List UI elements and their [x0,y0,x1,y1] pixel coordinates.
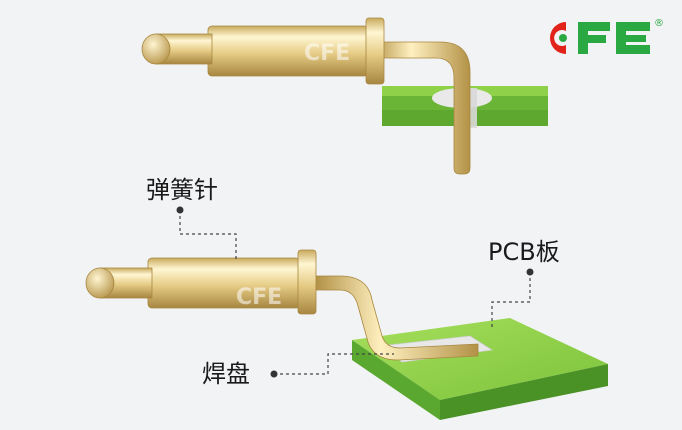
leader-pcb [491,272,531,330]
top-pin-flange [365,17,385,85]
logo-c-mark [550,22,566,54]
bottom-pin-lead [315,275,479,361]
bottom-pin-assembly: CFE [85,249,608,420]
label-spring-pin: 弹簧针 [146,176,218,204]
logo-f-letter [578,22,610,54]
top-pin-tip [141,33,171,65]
leader-lines [179,210,531,375]
bottom-pcb-board [352,318,608,420]
bottom-watermark: CFE [236,285,282,310]
bottom-pin-flange [297,249,317,315]
leader-dots [176,206,534,378]
leader-spring-pin [179,210,237,262]
label-solder-pad: 焊盘 [202,360,250,388]
logo-e-letter [616,22,650,54]
leader-dot-solder-pad [270,370,278,378]
logo-registered-mark: ® [654,18,664,29]
leader-solder-pad [274,353,394,375]
top-watermark: CFE [304,41,350,66]
bottom-pin-tip [85,267,115,299]
cfe-logo: ® [550,18,664,54]
top-pin-assembly: CFE [141,17,548,175]
label-pcb-board: PCB板 [488,238,560,266]
leader-dot-spring-pin [176,206,184,214]
leader-dot-pcb [526,268,534,276]
